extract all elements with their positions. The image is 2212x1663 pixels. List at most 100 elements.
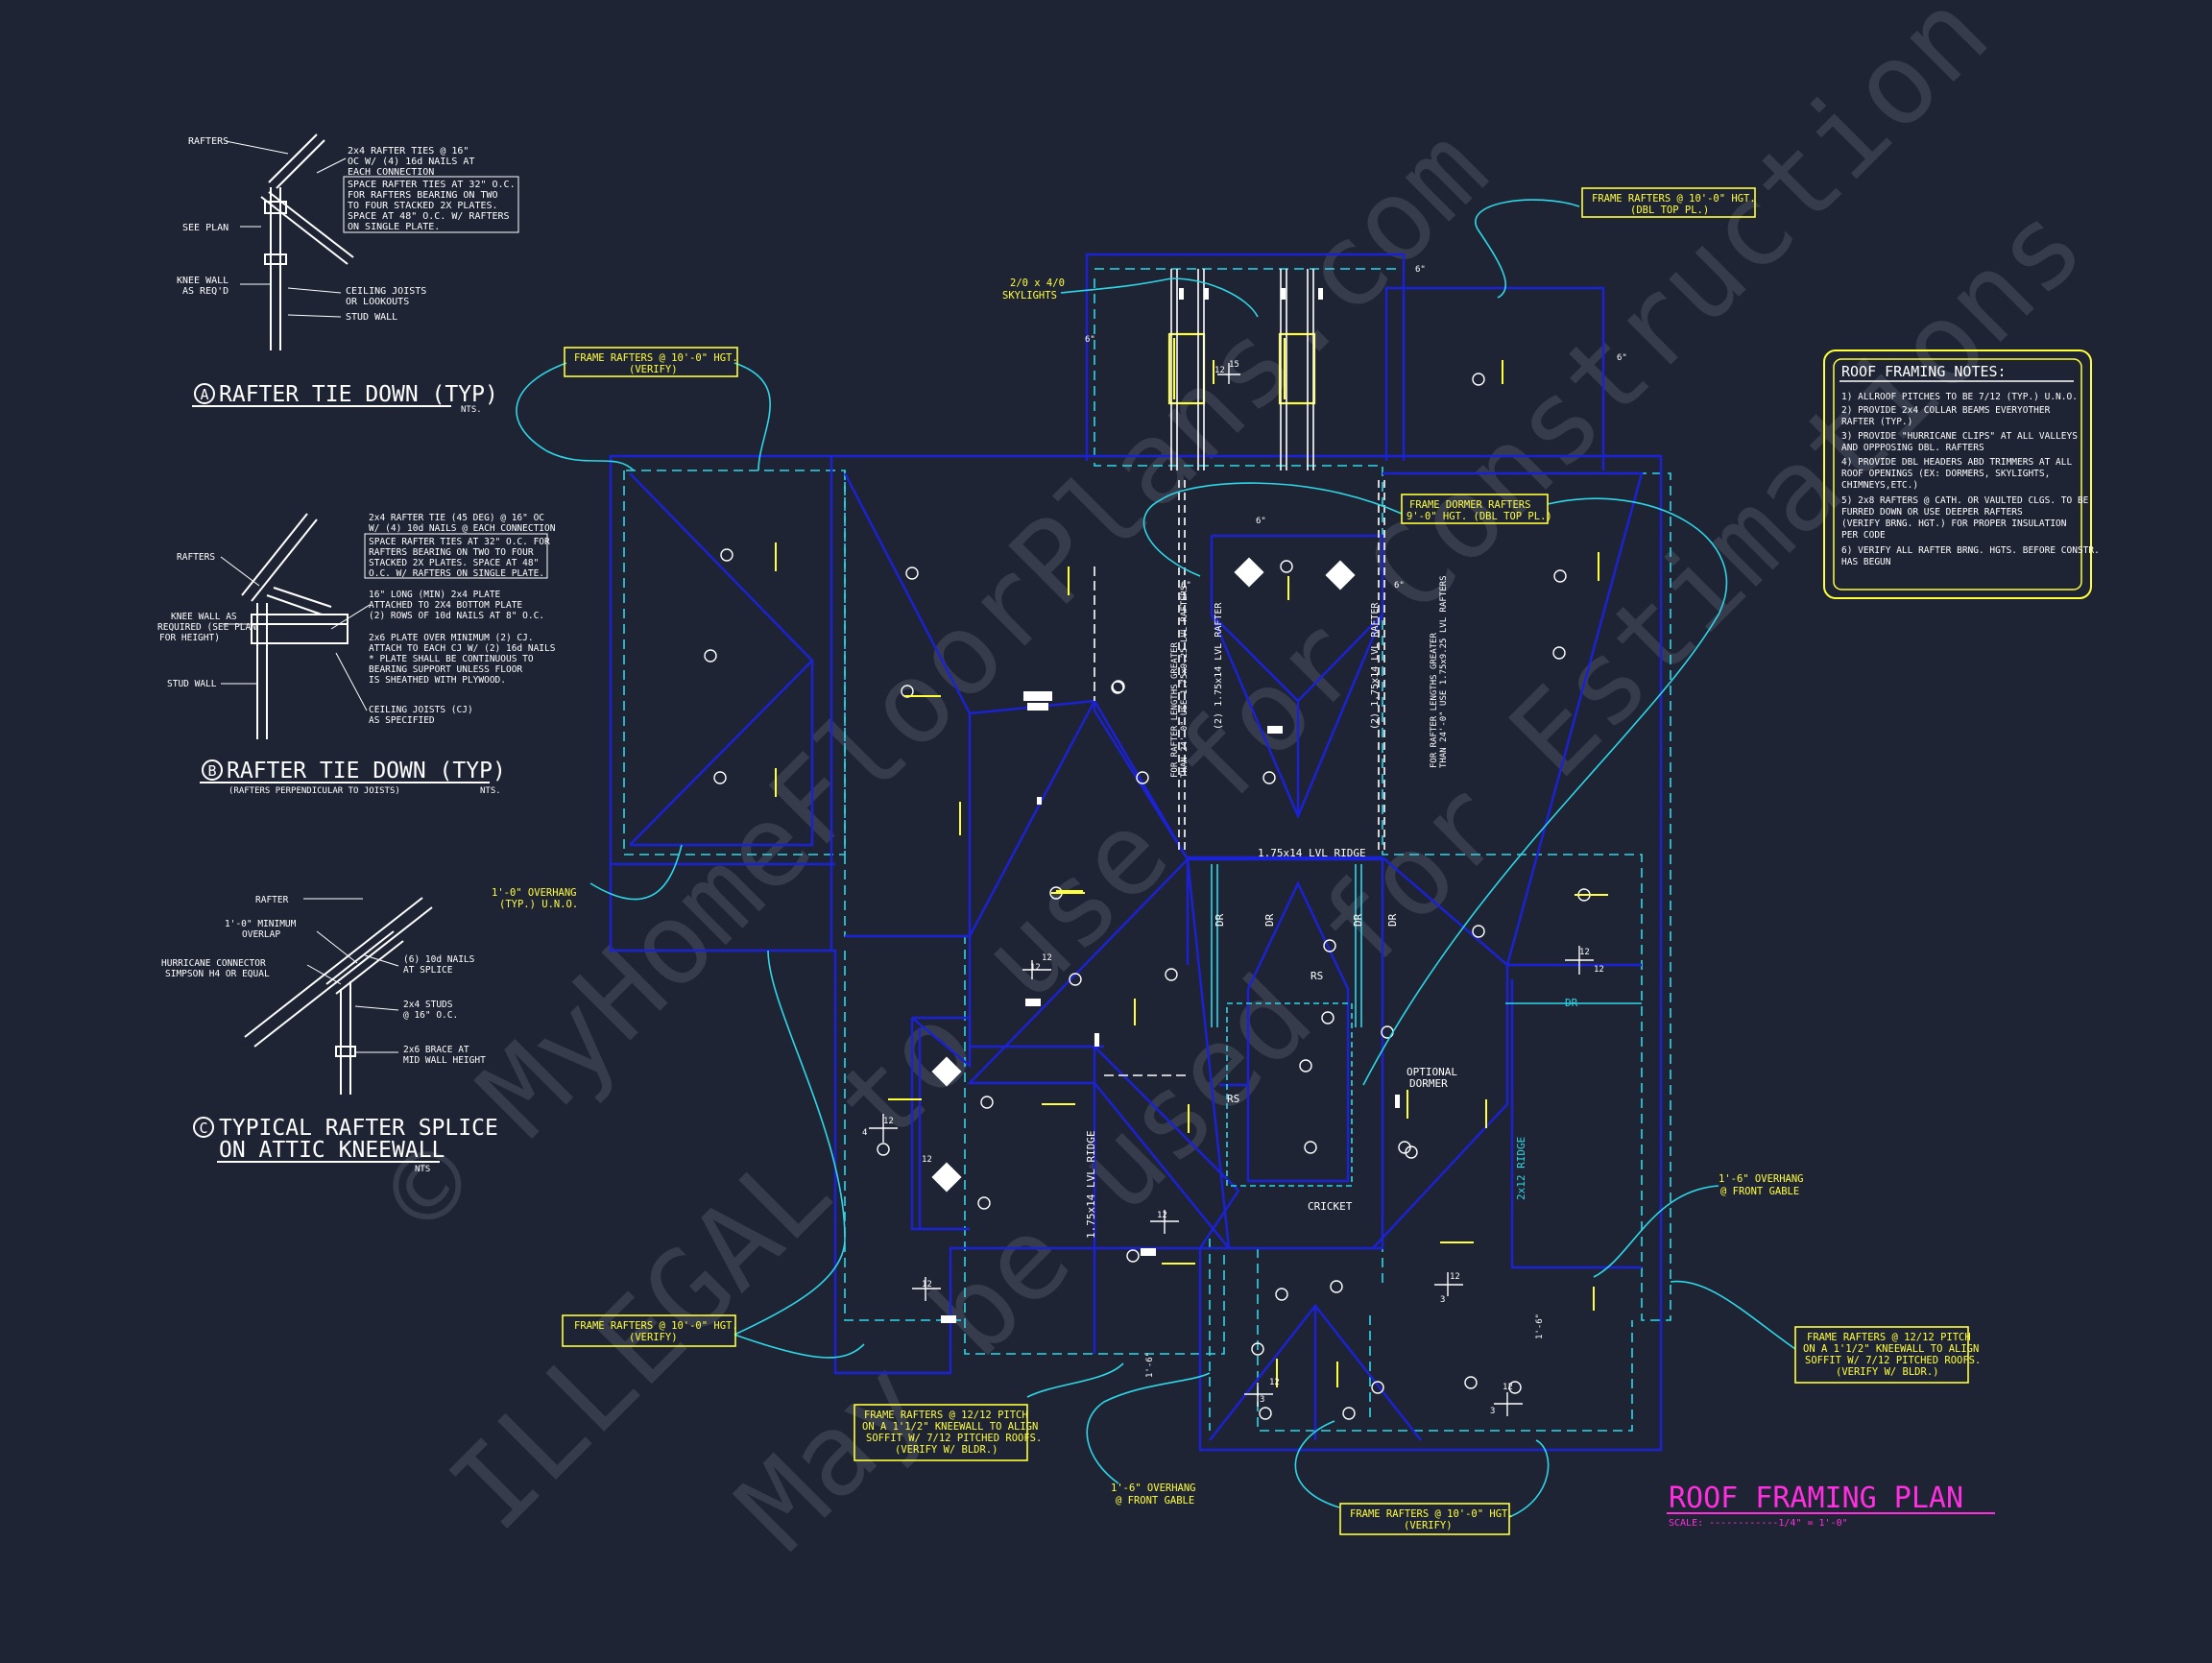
label-long-note-right-2: THAN 24'-0" USE 1.75x9.25 LVL RAFTERS [1439, 576, 1449, 768]
note-6b: HAS BEGUN [1841, 557, 1891, 567]
callout-top-right-1: FRAME RAFTERS @ 10'-0" HGT. [1592, 193, 1756, 205]
marker-12 [1262, 771, 1276, 784]
detail-b-note3-5: IS SHEATHED WITH PLYWOOD. [369, 675, 506, 686]
leader-dormer[interactable] [1142, 482, 1403, 577]
callout-bottom-center-2: ON A 1'1/2" KNEEWALL TO ALIGN [862, 1421, 1038, 1433]
marker-11 [1280, 560, 1293, 573]
detail-a-note-3: EACH CONNECTION [348, 167, 434, 178]
callout-top-right-box [1581, 187, 1756, 218]
detail-c-title-1: TYPICAL RAFTER SPLICE [219, 1116, 498, 1141]
detail-a [225, 133, 354, 350]
callout-right-pitch-box [1794, 1326, 1969, 1384]
callout-dormer[interactable]: FRAME DORMER RAFTERS 9'-0" HGT. (DBL TOP… [1401, 494, 1552, 524]
marker-2 [704, 649, 717, 663]
callout-bottom-center[interactable]: FRAME RAFTERS @ 12/12 PITCH ON A 1'1/2" … [854, 1404, 1042, 1461]
header-4 [1025, 999, 1041, 1006]
leader-curves [516, 199, 1796, 1518]
detail-b-note3-2: ATTACH TO EACH CJ W/ (2) 16d NAILS [369, 643, 556, 654]
callout-bottom-right-1: FRAME RAFTERS @ 10'-0" HGT. [1350, 1508, 1514, 1520]
callout-right-pitch-4: (VERIFY W/ BLDR.) [1836, 1366, 1938, 1378]
callout-top-right[interactable]: FRAME RAFTERS @ 10'-0" HGT. (DBL TOP PL.… [1581, 187, 1756, 218]
callout-right-pitch[interactable]: FRAME RAFTERS @ 12/12 PITCH ON A 1'1/2" … [1794, 1326, 1981, 1384]
dim-1-6-right: 1'-6" [1535, 1314, 1545, 1339]
detail-c-label-splice: AT SPLICE [403, 965, 453, 976]
left-hip-bottom [630, 661, 814, 847]
marker-10 [1165, 968, 1178, 981]
detail-c-leader-5 [354, 1005, 399, 1011]
label-main-ridge: 1.75x14 LVL RIDGE [1258, 847, 1366, 859]
detail-a-label-rafters: RAFTERS [188, 136, 228, 147]
leader-top-left[interactable] [516, 362, 635, 471]
leader-overhang-right[interactable] [1593, 1185, 1719, 1278]
detail-c-label-oc: @ 16" O.C. [403, 1010, 458, 1021]
plan-scale: SCALE: ------------1/4" = 1'-0" [1669, 1518, 1848, 1529]
callout-overhang-left-2: (TYP.) U.N.O. [499, 899, 578, 910]
label-long-note-right-1: FOR RAFTER LENGTHS GREATER [1430, 633, 1439, 768]
pitch-label-2b: 12 [1594, 965, 1604, 975]
right-inner-vertical [1200, 859, 1384, 1250]
rafter-markers [704, 373, 1591, 1420]
detail-a-leader-5 [287, 314, 342, 318]
pitch-label-6: 12 [1503, 1383, 1513, 1392]
leader-right-pitch[interactable] [1670, 1280, 1796, 1350]
leader-bottom-left-2[interactable] [733, 1334, 865, 1359]
leader-bottom-right-2[interactable] [1294, 1420, 1340, 1508]
marker-36 [1330, 1280, 1343, 1293]
leader-dormer-long[interactable] [1362, 497, 1728, 1086]
callout-bottom-right[interactable]: FRAME RAFTERS @ 10'-0" HGT. (VERIFY) [1339, 1503, 1514, 1535]
leader-top-right[interactable] [1475, 199, 1580, 299]
callout-bottom-right-box [1339, 1503, 1510, 1535]
detail-b-leader-4 [335, 652, 368, 711]
detail-a-box-5: ON SINGLE PLATE. [348, 222, 440, 232]
skylight-2[interactable] [1278, 332, 1316, 405]
detail-a-tie-2 [268, 191, 354, 258]
label-rs-1: RS [1310, 970, 1323, 982]
header-6 [1179, 288, 1184, 300]
hip-valley-lower-2 [1186, 858, 1231, 1249]
marker-6 [1112, 680, 1125, 693]
marker-3 [713, 771, 727, 784]
pitch-2 [1565, 946, 1594, 975]
hip-valley-lower [1094, 1082, 1230, 1249]
detail-a-marker [194, 383, 215, 404]
callout-top-left[interactable]: FRAME RAFTERS @ 10'-0" HGT. (VERIFY) [564, 347, 738, 377]
detail-a-leader-1 [225, 140, 289, 155]
detail-c-label-min: 1'-0" MINIMUM [225, 919, 297, 929]
detail-b-text: RAFTERS KNEE WALL AS REQUIRED (SEE PLAN … [157, 513, 556, 796]
note-4: 4) PROVIDE DBL HEADERS ABD TRIMMERS AT A… [1841, 457, 2072, 468]
callouts: 2/0 x 4/0 SKYLIGHTS FRAME RAFTERS @ 10'-… [492, 187, 1981, 1535]
marker-9 [1069, 973, 1082, 986]
header-12 [1395, 1095, 1400, 1108]
detail-a-rafter-line [268, 133, 318, 183]
callout-dormer-box [1401, 494, 1549, 524]
detail-b-tie [266, 594, 323, 615]
detail-c [244, 897, 433, 1095]
detail-a-title: RAFTER TIE DOWN (TYP) [219, 382, 498, 407]
marker-29 [1275, 1288, 1288, 1301]
leader-top-left-2[interactable] [733, 362, 771, 471]
leader-overhang-left[interactable] [589, 844, 683, 901]
pitch-label-7: 12 [1269, 1378, 1280, 1387]
detail-b-leader-5 [330, 604, 371, 630]
marker-21 [1552, 646, 1566, 660]
dim-6-left: 6" [1085, 335, 1095, 345]
label-dormer: DORMER [1409, 1077, 1448, 1090]
wall-line-right-top [1094, 278, 1671, 1321]
pitch-label-3b: 4 [862, 1128, 867, 1138]
leader-overhang-bottom[interactable] [1086, 1372, 1211, 1484]
detail-b-note4-2: AS SPECIFIED [369, 715, 435, 726]
callout-top-right-2: (DBL TOP PL.) [1630, 205, 1709, 216]
pitch-5 [1434, 1272, 1463, 1296]
leader-skylights[interactable] [1060, 277, 1259, 318]
marker-33 [1342, 1407, 1356, 1420]
callout-bottom-left[interactable]: FRAME RAFTERS @ 10'-0" HGT. (VERIFY) [562, 1314, 738, 1347]
marker-34 [1464, 1376, 1478, 1389]
leader-bottom-left[interactable] [733, 950, 846, 1336]
detail-c-title-2: ON ATTIC KNEEWALL [219, 1138, 445, 1163]
callout-dormer-1: FRAME DORMER RAFTERS [1409, 499, 1530, 511]
pitch-label-top-2: 15 [1229, 360, 1239, 370]
note-3b: AND OPPPOSING DBL. RAFTERS [1841, 443, 1984, 453]
detail-c-label-studs: 2x4 STUDS [403, 1000, 453, 1010]
leader-bottom-right[interactable] [1508, 1439, 1550, 1518]
leader-bottom-center[interactable] [1026, 1362, 1124, 1398]
